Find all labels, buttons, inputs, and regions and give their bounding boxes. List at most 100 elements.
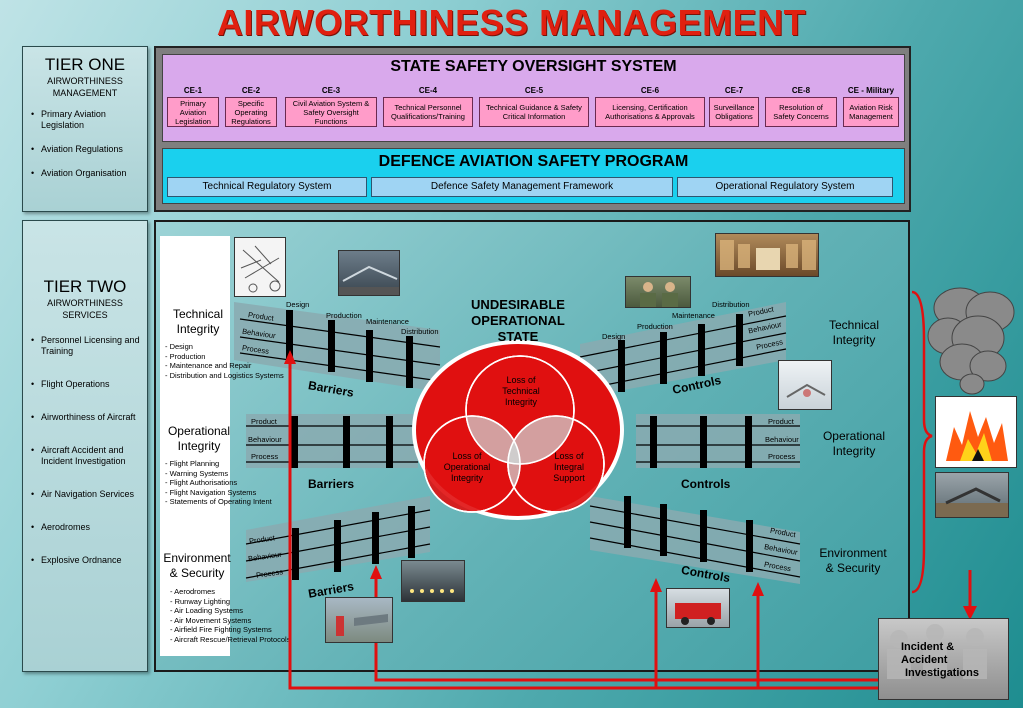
incident-text: Incident & Accident Investigations: [901, 641, 979, 680]
ce-1-element: CE-1 Primary Aviation Legislation: [167, 86, 219, 127]
ce-box: Specific Operating Regulations: [225, 97, 277, 127]
list-item: Aviation Organisation: [31, 168, 147, 179]
ce-code: CE-3: [321, 86, 341, 95]
warehouse-image: [715, 233, 819, 277]
tier-two-list: Personnel Licensing and Training Flight …: [23, 335, 147, 566]
explosion-fire-image: [935, 396, 1017, 468]
ce-code: CE-2: [241, 86, 261, 95]
venn-overlap: [466, 416, 574, 464]
fire-truck-image: [666, 588, 730, 628]
hangar-image: [338, 250, 400, 296]
dasp-item-operational-regulatory: Operational Regulatory System: [677, 177, 893, 197]
ce-code: CE-5: [524, 86, 544, 95]
ce-8-element: CE-8 Resolution of Safety Concerns: [765, 86, 837, 127]
venn-label-line: Integrity: [450, 473, 483, 483]
venn-label-line: Operational: [443, 462, 491, 472]
ce-4-element: CE-4 Technical Personnel Qualifications/…: [383, 86, 473, 127]
heading-line: Integrity: [832, 444, 876, 458]
heading-line: & Security: [825, 561, 881, 575]
list-item: - Distribution and Logistics Systems: [165, 370, 284, 380]
stage-label-maintenance: Maintenance: [672, 311, 715, 320]
stage-label-maintenance: Maintenance: [366, 317, 409, 326]
list-item: - Statements of Operating Intent: [165, 497, 272, 506]
ce-code: CE - Military: [847, 86, 895, 95]
ce-code: CE-4: [418, 86, 438, 95]
dasp-item-technical-regulatory: Technical Regulatory System: [167, 177, 367, 197]
heading-line: Technical: [172, 307, 224, 321]
tier-two-panel: TIER TWO AIRWORTHINESS SERVICES Personne…: [22, 220, 148, 672]
arrow-heads: [284, 350, 977, 620]
ce-code: CE-6: [640, 86, 660, 95]
incident-line: Accident: [901, 654, 948, 666]
page-title: AIRWORTHINESS MANAGEMENT: [216, 2, 807, 43]
heading-line: Integrity: [177, 439, 221, 453]
tier-one-title: TIER ONE: [44, 55, 126, 74]
stage-label-production: Production: [326, 311, 362, 320]
list-item: - Production: [165, 351, 206, 361]
ce-box: Aviation Risk Management: [843, 97, 899, 127]
ce-7-element: CE-7 Surveillance Obligations: [709, 86, 759, 127]
venn-label-line: Integral: [553, 462, 585, 472]
venn-label-operational: Loss of Operational Integrity: [430, 451, 504, 484]
technical-barrier-band: [234, 302, 441, 392]
ce-box: Technical Personnel Qualifications/Train…: [383, 97, 473, 127]
environment-barrier-band: [245, 496, 431, 582]
venn-label-support: Loss of Integral Support: [534, 451, 604, 484]
technical-integrity-heading: Technical Integrity: [162, 307, 234, 337]
list-item: Aerodromes: [31, 522, 147, 533]
barriers-label: Barriers: [308, 477, 355, 491]
incident-line: Incident &: [901, 641, 955, 653]
incident-investigations-box: Incident & Accident Investigations: [878, 618, 1009, 700]
defence-aviation-safety-program: DEFENCE AVIATION SAFETY PROGRAM Technica…: [162, 148, 905, 204]
venn-label-line: Loss of: [452, 451, 482, 461]
band-label-product: Product: [251, 417, 277, 426]
aircraft-marshalling-image: [325, 597, 393, 643]
operational-items-list: - Flight Planning - Warning Systems - Fl…: [165, 459, 290, 507]
list-item: - Runway Lighting: [170, 596, 231, 606]
ce-box: Civil Aviation System & Safety Oversight…: [285, 97, 377, 127]
operational-control-band: [636, 414, 800, 468]
heading-line: Environment: [819, 546, 887, 560]
technical-control-band: [579, 302, 787, 398]
tier-one-subtitle-2: MANAGEMENT: [52, 88, 118, 98]
personnel-image: [625, 276, 691, 308]
environment-security-heading: Environment & Security: [155, 551, 239, 581]
undesirable-state-heading: UNDESIRABLE OPERATIONAL STATE: [450, 297, 586, 345]
ce-box: Resolution of Safety Concerns: [765, 97, 837, 127]
ce-code: CE-8: [791, 86, 811, 95]
list-item: Explosive Ordnance: [31, 555, 147, 566]
red-feedback-arrows: [288, 290, 972, 690]
ce-5-element: CE-5 Technical Guidance & Safety Critica…: [479, 86, 589, 127]
list-item: - Maintenance and Repair: [165, 361, 252, 370]
list-item: - Flight Planning: [165, 459, 220, 468]
ce-2-element: CE-2 Specific Operating Regulations: [225, 86, 277, 127]
list-item: - Warning Systems: [165, 468, 229, 478]
venn-label-technical: Loss of Technical Integrity: [486, 375, 556, 408]
tier-two-subtitle-2: SERVICES: [62, 310, 108, 320]
heading-line: & Security: [169, 566, 225, 580]
ce-3-element: CE-3 Civil Aviation System & Safety Over…: [285, 86, 377, 127]
crash-site-image: [935, 472, 1009, 518]
ssos-title: STATE SAFETY OVERSIGHT SYSTEM: [390, 58, 677, 75]
heading-line: Environment: [163, 551, 231, 565]
stage-label-production: Production: [637, 322, 673, 331]
list-item: - Design: [165, 342, 193, 351]
tier-one-panel: TIER ONE AIRWORTHINESS MANAGEMENT Primar…: [22, 46, 148, 212]
ce-box: Technical Guidance & Safety Critical Inf…: [479, 97, 589, 127]
band-label-process: Process: [251, 452, 279, 461]
technical-items-list: - Design - Production - Maintenance and …: [165, 342, 295, 380]
tier-two-title: TIER TWO: [43, 277, 127, 296]
list-item: Aircraft Accident and Incident Investiga…: [31, 445, 147, 467]
operational-integrity-heading: Operational Integrity: [160, 424, 238, 454]
incident-line: Investigations: [905, 667, 979, 679]
list-item: - Air Movement Systems: [170, 615, 252, 625]
tier-one-subtitle-1: AIRWORTHINESS: [47, 76, 123, 86]
aircraft-drawing-image: [234, 237, 286, 297]
list-item: - Flight Navigation Systems: [165, 487, 257, 497]
heading-line: STATE: [497, 329, 539, 344]
list-item: - Flight Authorisations: [165, 478, 238, 487]
venn-label-line: Support: [553, 473, 585, 483]
band-label-behaviour: Behaviour: [248, 435, 282, 444]
list-item: Air Navigation Services: [31, 489, 147, 500]
